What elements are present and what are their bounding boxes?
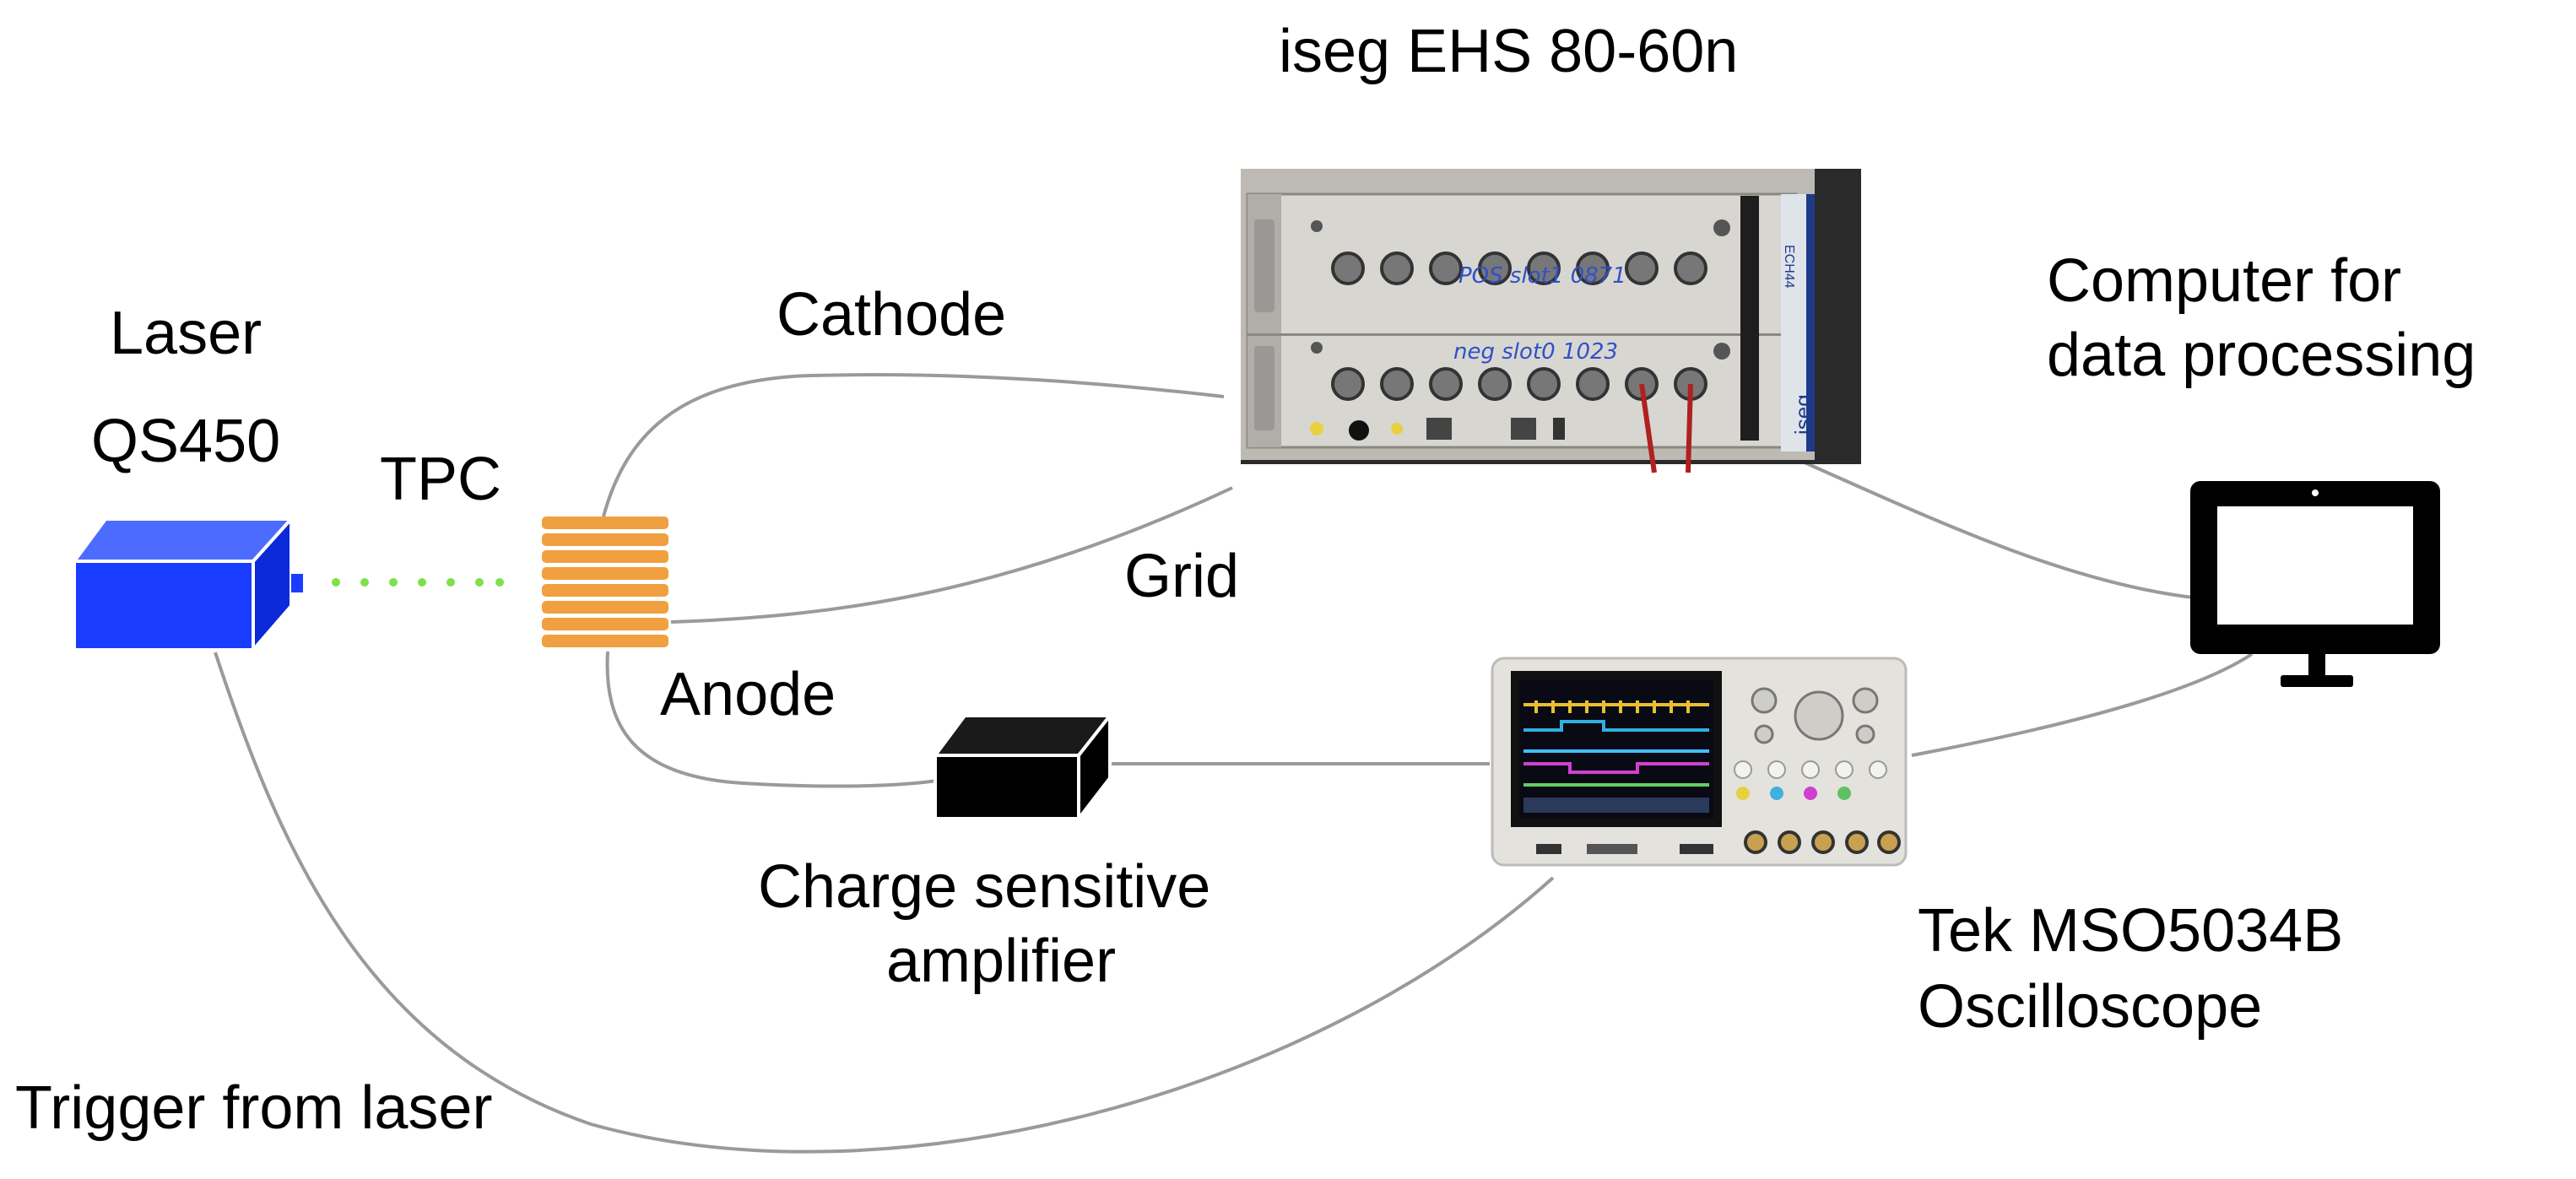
scope-label-line1: Tek MSO5034B [1918,897,2344,965]
laser-beam [332,578,504,587]
monitor-icon [2190,481,2440,687]
psu-model-code-text: ECH44 [1782,245,1796,289]
trigger-cable [214,652,1555,1154]
svg-text:ECH44: ECH44 [1782,245,1796,289]
svg-text:POS slot1 0871: POS slot1 0871 [1458,263,1626,289]
cables [214,373,2254,1154]
power-supply-crate: iseg ECH44 POS slot1 0871 neg slot0 1023 [1241,169,1861,473]
psu-pos-marking: POS slot1 0871 [1458,263,1626,289]
laser-title-label: Laser [110,300,262,367]
scope-to-computer-cable [1911,652,2254,757]
anode-label: Anode [660,661,836,728]
power-supply-label: iseg EHS 80-60n [1279,18,1739,85]
grid-label: Grid [1124,543,1240,610]
psu-brand-text: iseg [1790,394,1816,435]
psu-neg-marking: neg slot0 1023 [1453,339,1618,365]
anode-cable [605,651,938,788]
amplifier-label-line1: Charge sensitive [758,853,1211,921]
oscilloscope-device [1491,657,1908,867]
black-box-icon [932,711,1114,824]
scope-label-line2: Oscilloscope [1918,973,2263,1041]
tpc-stack-icon [542,516,668,647]
cathode-label: Cathode [777,281,1007,349]
grid-cable [670,486,1233,624]
svg-text:neg slot0 1023: neg slot0 1023 [1453,339,1618,365]
tpc-label: TPC [380,446,501,513]
trigger-label: Trigger from laser [15,1074,493,1142]
laser-box-icon [71,514,303,655]
svg-text:iseg: iseg [1790,394,1816,435]
psu-to-computer-cable [1804,461,2194,599]
amplifier-label-line2: amplifier [886,928,1117,995]
laser-model-label: QS450 [91,408,281,475]
computer-label-line1: Computer for [2047,247,2402,315]
cathode-cable [602,373,1225,517]
computer-label-line2: data processing [2047,322,2476,389]
